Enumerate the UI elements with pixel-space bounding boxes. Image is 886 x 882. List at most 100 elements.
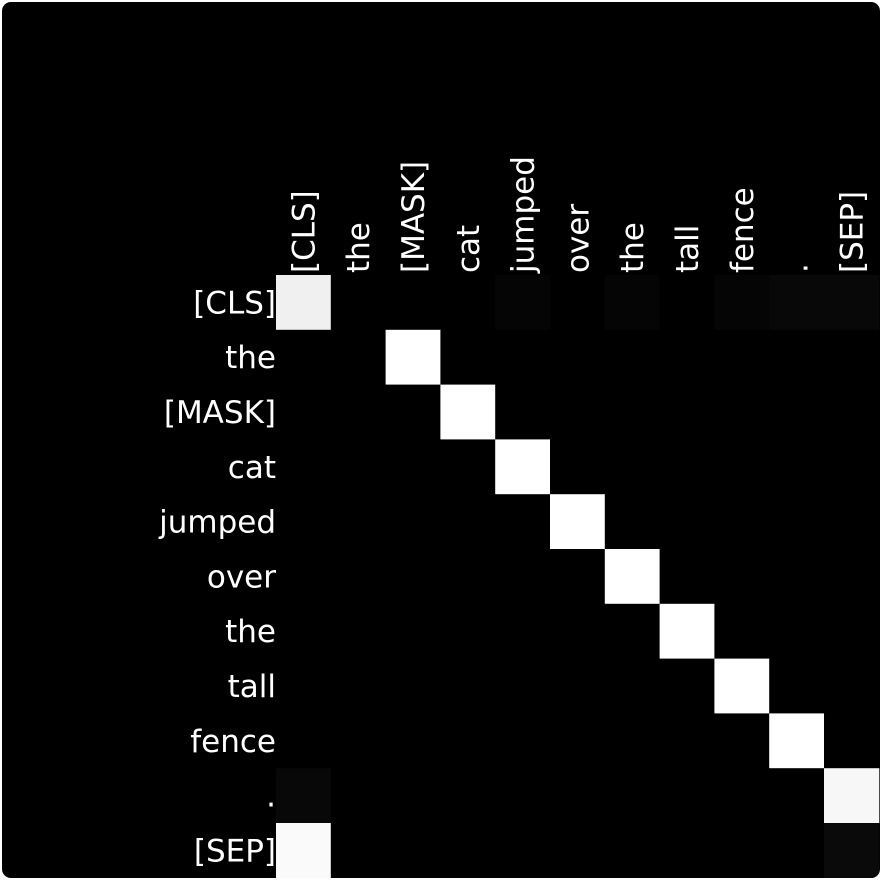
- heatmap-cell: [604, 549, 661, 605]
- heatmap-cell: [495, 439, 551, 495]
- heatmap-cell: [330, 603, 387, 660]
- heatmap-cell: [769, 384, 825, 440]
- heatmap-cell: [550, 494, 606, 550]
- heatmap-cell: [330, 658, 387, 714]
- heatmap-cell: [769, 823, 825, 878]
- x-tick-label: [CLS]: [286, 190, 322, 273]
- heatmap-cell: [824, 823, 880, 878]
- heatmap-cell: [824, 494, 880, 550]
- heatmap-cell: [714, 658, 770, 714]
- heatmap-cell: [330, 713, 387, 769]
- heatmap-cell: [440, 658, 496, 714]
- heatmap-cell: [769, 603, 825, 660]
- heatmap-cell: [495, 823, 551, 878]
- heatmap-cell: [769, 713, 825, 769]
- heatmap-cell: [714, 494, 770, 550]
- heatmap-cell: [440, 549, 496, 605]
- heatmap-cell: [385, 384, 441, 440]
- y-tick-label: tall: [228, 669, 276, 705]
- heatmap-cell: [550, 603, 606, 660]
- heatmap-cell: [495, 768, 551, 824]
- heatmap-cell: [714, 823, 770, 878]
- heatmap-cell: [714, 713, 770, 769]
- heatmap-cell: [385, 603, 441, 660]
- heatmap-cell: [659, 549, 715, 605]
- heatmap-cell: [550, 439, 606, 495]
- heatmap-cell: [276, 494, 332, 550]
- y-tick-label: .: [266, 779, 276, 815]
- y-tick-label: [MASK]: [164, 395, 276, 431]
- y-tick-label: the: [225, 614, 276, 650]
- heatmap-cell: [714, 275, 770, 331]
- heatmap-cell: [550, 275, 606, 331]
- heatmap-cell: [604, 658, 661, 714]
- heatmap-cell: [330, 384, 387, 440]
- heatmap-cell: [276, 768, 332, 824]
- heatmap-cell: [769, 658, 825, 714]
- heatmap-cell: [276, 275, 332, 331]
- heatmap-cell: [330, 439, 387, 495]
- y-tick-label: fence: [190, 724, 276, 760]
- heatmap-cell: [550, 549, 606, 605]
- heatmap-cell: [550, 768, 606, 824]
- heatmap-cell: [495, 329, 551, 386]
- heatmap-cell: [604, 603, 661, 660]
- heatmap-cell: [385, 439, 441, 495]
- heatmap-cell: [440, 275, 496, 331]
- heatmap-cell: [495, 549, 551, 605]
- heatmap-cell: [824, 384, 880, 440]
- heatmap-cell: [714, 768, 770, 824]
- heatmap-cell: [330, 823, 387, 878]
- heatmap-cell: [276, 603, 332, 660]
- heatmap-cell: [714, 384, 770, 440]
- x-tick-label: .: [780, 263, 816, 273]
- heatmap-cell: [714, 329, 770, 386]
- heatmap-cell: [714, 439, 770, 495]
- heatmap-cell: [495, 494, 551, 550]
- heatmap-cell: [550, 713, 606, 769]
- x-tick-label: the: [341, 222, 377, 273]
- heatmap-cell: [659, 329, 715, 386]
- y-tick-label: the: [225, 340, 276, 376]
- heatmap-cell: [824, 713, 880, 769]
- heatmap-cell: [824, 439, 880, 495]
- heatmap-cell: [385, 823, 441, 878]
- heatmap-cell: [769, 549, 825, 605]
- heatmap-cell: [440, 603, 496, 660]
- heatmap-cell: [385, 768, 441, 824]
- y-tick-label: [CLS]: [193, 285, 276, 321]
- heatmap-cell: [604, 713, 661, 769]
- heatmap-cell: [604, 439, 661, 495]
- heatmap-cell: [495, 603, 551, 660]
- heatmap-cell: [659, 823, 715, 878]
- heatmap-cell: [495, 713, 551, 769]
- heatmap-cell: [440, 713, 496, 769]
- heatmap-cell: [604, 768, 661, 824]
- heatmap-cell: [659, 658, 715, 714]
- heatmap-cell: [550, 329, 606, 386]
- heatmap-cell: [604, 275, 661, 331]
- heatmap-cell: [276, 549, 332, 605]
- heatmap-cell: [276, 713, 332, 769]
- heatmap-cell: [330, 275, 387, 331]
- heatmap-cell: [659, 275, 715, 331]
- heatmap-cell: [276, 823, 332, 878]
- heatmap-cell: [604, 494, 661, 550]
- heatmap-cell: [824, 329, 880, 386]
- heatmap-cell: [440, 329, 496, 386]
- heatmap-cell: [385, 494, 441, 550]
- x-tick-label: the: [615, 222, 651, 273]
- heatmap-cell: [769, 275, 825, 331]
- heatmap-cell: [769, 329, 825, 386]
- heatmap-cell: [385, 658, 441, 714]
- heatmap-cell: [495, 384, 551, 440]
- y-tick-label: over: [207, 559, 276, 595]
- heatmap-cell: [330, 768, 387, 824]
- y-tick-labels: [CLS]the[MASK]catjumpedoverthetallfence.…: [158, 285, 276, 869]
- y-tick-label: [SEP]: [194, 833, 276, 869]
- x-tick-label: tall: [670, 225, 706, 273]
- heatmap-cell: [824, 275, 880, 331]
- heatmap-cell: [659, 384, 715, 440]
- x-tick-label: jumped: [506, 156, 542, 274]
